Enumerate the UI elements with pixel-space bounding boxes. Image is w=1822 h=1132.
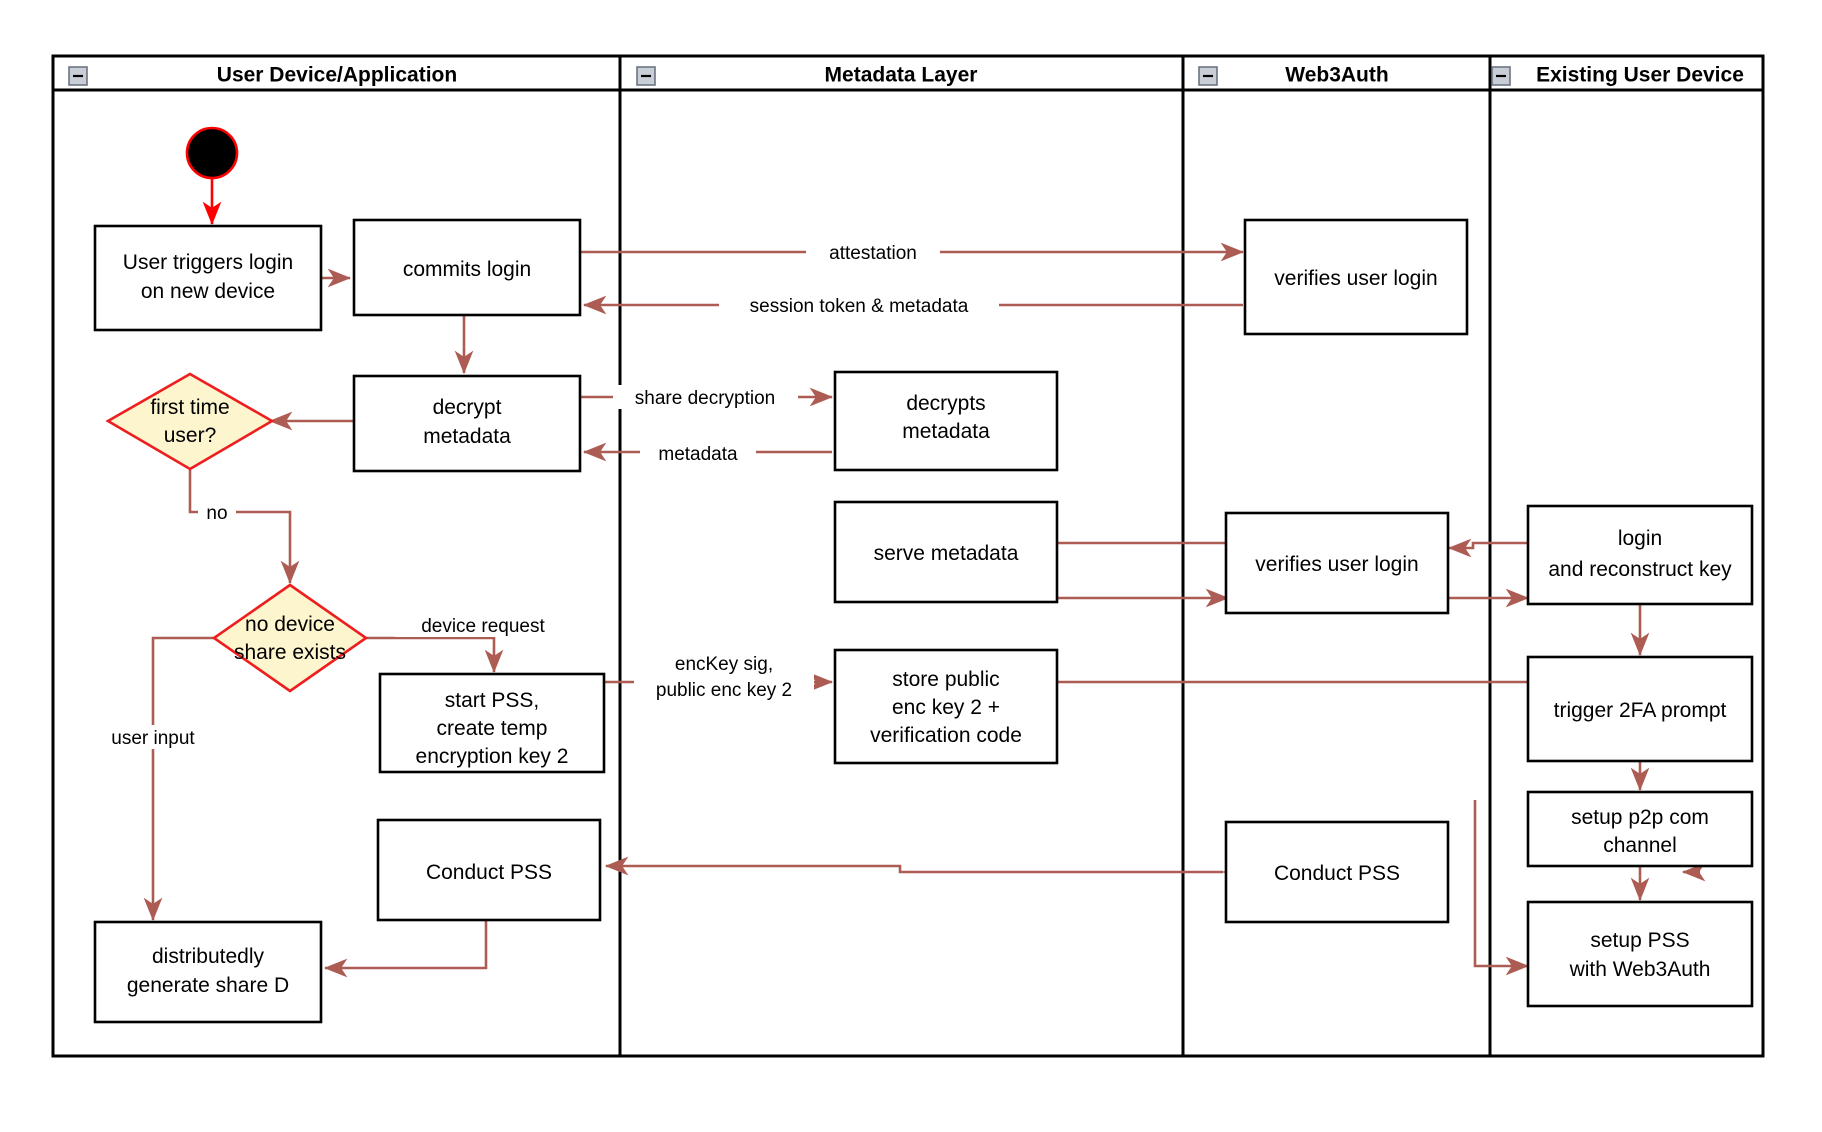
edge-label-enckey-sig-line-1: encKey sig, — [675, 654, 773, 675]
edge-first-time-user-no — [188, 470, 300, 585]
node-verifies-user-login-top[interactable]: verifies user login — [1243, 218, 1469, 336]
edge-label-enckey-sig-line-2: public enc key 2 — [656, 680, 792, 701]
node-no-device-share-exists[interactable]: no device share exists — [211, 583, 369, 693]
edge-label-no: no — [198, 500, 236, 524]
node-decrypt-metadata-line-2: metadata — [423, 425, 511, 448]
node-decrypt-metadata-line-1: decrypt — [433, 396, 502, 419]
node-setup-pss-with-web3auth[interactable]: setup PSS with Web3Auth — [1526, 900, 1754, 1008]
edge-label-session-token: session token & metadata — [719, 293, 999, 317]
node-no-device-share-line-2: share exists — [234, 641, 346, 664]
lane-header-user-device[interactable]: User Device/Application — [68, 64, 457, 87]
node-conduct-pss-left[interactable]: Conduct PSS — [376, 818, 602, 922]
lane-title-web3auth: Web3Auth — [1285, 64, 1388, 87]
node-decrypts-metadata-line-2: metadata — [902, 420, 990, 443]
node-store-public-line-2: enc key 2 + — [892, 696, 1000, 719]
edge-login-reconstruct-to-verifies-mid — [1447, 538, 1534, 558]
edge-label-share-decryption: share decryption — [613, 385, 798, 409]
node-decrypt-metadata[interactable]: decrypt metadata — [352, 374, 582, 473]
node-serve-metadata[interactable]: serve metadata — [833, 500, 1059, 604]
node-store-public-enc-key[interactable]: store public enc key 2 + verification co… — [833, 648, 1059, 765]
edge-label-no-text: no — [206, 503, 227, 524]
node-start-pss-line-1: start PSS, — [445, 689, 540, 712]
node-trigger-2fa-prompt-label: trigger 2FA prompt — [1554, 699, 1727, 722]
edge-labels-layer: attestation session token & metadata sha… — [95, 240, 999, 749]
edge-label-enckey-sig: encKey sig, public enc key 2 — [634, 650, 814, 702]
node-setup-pss-line-1: setup PSS — [1590, 929, 1689, 952]
node-user-triggers-login-line-2: on new device — [141, 280, 275, 303]
lane-header-existing-device[interactable]: Existing User Device — [1491, 64, 1744, 87]
node-login-reconstruct-line-1: login — [1618, 527, 1662, 550]
node-store-public-line-1: store public — [892, 668, 999, 691]
edge-conduct-pss-left-right — [604, 856, 1246, 882]
node-serve-metadata-label: serve metadata — [874, 542, 1019, 565]
collapse-icon-metadata[interactable] — [636, 66, 656, 86]
node-decrypts-metadata[interactable]: decrypts metadata — [833, 370, 1059, 472]
edge-label-metadata: metadata — [640, 441, 756, 465]
edge-label-attestation-text: attestation — [829, 243, 917, 264]
edge-label-metadata-text: metadata — [658, 444, 738, 465]
edge-conduct-pss-right-to-setup-pss — [1473, 800, 1530, 976]
node-verifies-user-login-mid[interactable]: verifies user login — [1224, 511, 1450, 615]
node-setup-pss-line-2: with Web3Auth — [1569, 958, 1711, 981]
node-login-reconstruct-line-2: and reconstruct key — [1548, 558, 1732, 581]
lane-title-metadata: Metadata Layer — [825, 64, 978, 87]
node-login-and-reconstruct-key[interactable]: login and reconstruct key — [1526, 504, 1754, 606]
collapse-icon-user-device[interactable] — [68, 66, 88, 86]
collapse-icon-web3auth[interactable] — [1198, 66, 1218, 86]
node-commits-login[interactable]: commits login — [352, 218, 582, 317]
node-user-triggers-login[interactable]: User triggers login on new device — [93, 224, 323, 332]
node-distributedly-line-1: distributedly — [152, 945, 265, 968]
node-distributedly-line-2: generate share D — [127, 974, 289, 997]
lane-title-existing-device: Existing User Device — [1536, 64, 1744, 87]
lane-header-web3auth[interactable]: Web3Auth — [1198, 64, 1389, 87]
node-commits-login-label: commits login — [403, 258, 531, 281]
node-setup-p2p-com-channel[interactable]: setup p2p com channel — [1526, 790, 1754, 868]
node-store-public-line-3: verification code — [870, 724, 1022, 747]
node-setup-p2p-line-2: channel — [1603, 834, 1677, 857]
node-distributedly-generate-share-d[interactable]: distributedly generate share D — [93, 920, 323, 1024]
node-start-pss[interactable]: start PSS, create temp encryption key 2 — [378, 672, 606, 774]
edge-label-share-decryption-text: share decryption — [635, 388, 775, 409]
edge-label-session-token-text: session token & metadata — [750, 296, 969, 317]
edge-label-device-request: device request — [395, 613, 571, 637]
lane-header-metadata[interactable]: Metadata Layer — [636, 64, 978, 87]
node-first-time-user-line-2: user? — [164, 424, 217, 447]
lane-title-user-device: User Device/Application — [217, 64, 457, 87]
node-user-triggers-login-line-1: User triggers login — [123, 251, 293, 274]
edge-no-device-share-to-start-pss — [366, 636, 504, 674]
edge-label-device-request-text: device request — [421, 616, 545, 637]
node-conduct-pss-right[interactable]: Conduct PSS — [1224, 820, 1450, 924]
edge-no-device-share-user-input — [143, 636, 214, 922]
node-start-pss-line-2: create temp — [437, 717, 548, 740]
node-trigger-2fa-prompt[interactable]: trigger 2FA prompt — [1526, 655, 1754, 763]
node-first-time-user[interactable]: first time user? — [105, 372, 275, 471]
node-verifies-user-login-top-label: verifies user login — [1274, 267, 1437, 290]
edge-conduct-pss-left-to-distributedly — [323, 920, 488, 978]
edge-label-attestation: attestation — [806, 240, 940, 264]
edge-label-user-input-text: user input — [111, 728, 195, 749]
node-setup-p2p-line-1: setup p2p com — [1571, 806, 1709, 829]
collapse-icon-existing-device[interactable] — [1491, 66, 1511, 86]
node-no-device-share-line-1: no device — [245, 613, 335, 636]
node-start-pss-line-3: encryption key 2 — [416, 745, 569, 768]
node-decrypts-metadata-line-1: decrypts — [906, 392, 985, 415]
node-start[interactable] — [185, 126, 239, 180]
node-conduct-pss-right-label: Conduct PSS — [1274, 862, 1400, 885]
node-conduct-pss-left-label: Conduct PSS — [426, 861, 552, 884]
edge-label-user-input: user input — [95, 725, 211, 749]
node-verifies-user-login-mid-label: verifies user login — [1255, 553, 1418, 576]
node-first-time-user-line-1: first time — [150, 396, 229, 419]
